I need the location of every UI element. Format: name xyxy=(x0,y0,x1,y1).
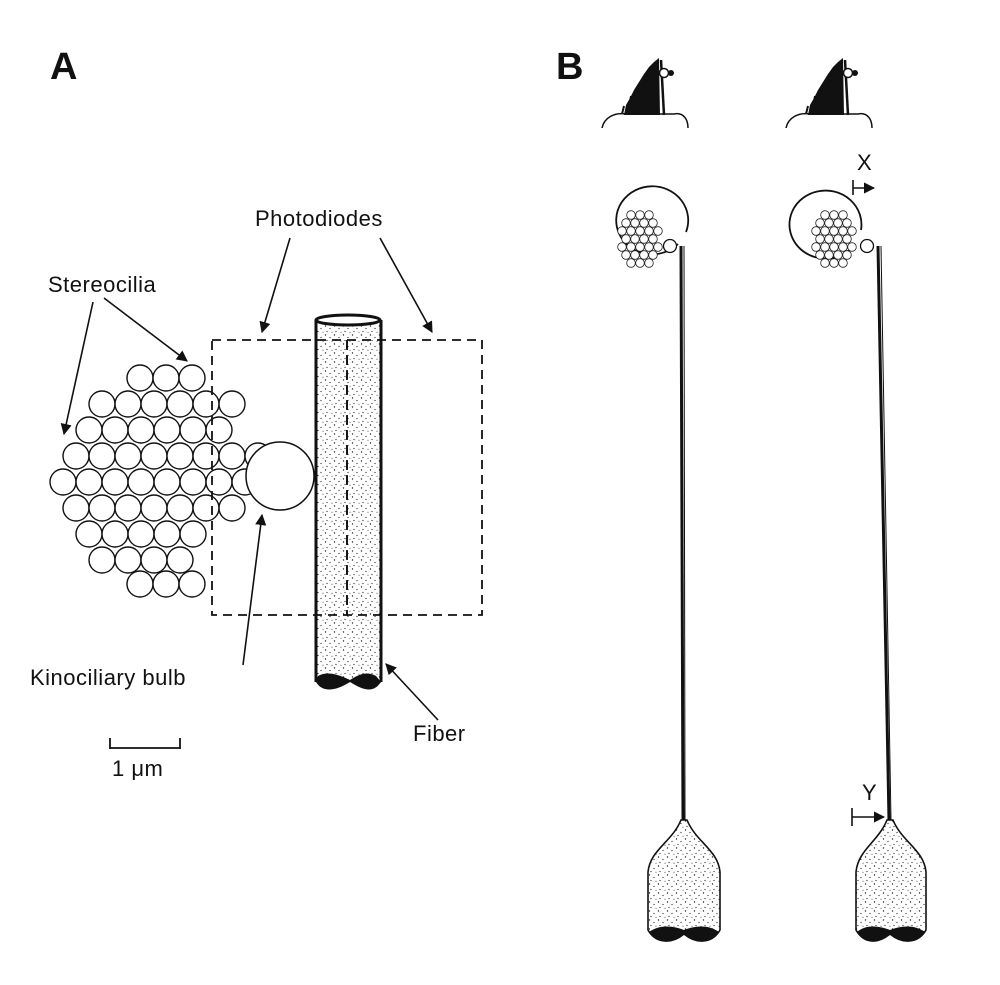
stereocilia-arrow-right xyxy=(103,297,188,362)
stereocilium xyxy=(88,442,116,470)
kinociliary-bulb xyxy=(245,441,315,511)
stereocilium xyxy=(179,468,207,496)
scale-bar xyxy=(109,738,181,749)
stereocilium xyxy=(127,520,155,548)
fiber-preparation-rest xyxy=(615,185,721,942)
stereocilium xyxy=(205,468,233,496)
stereocilium xyxy=(114,494,142,522)
fiber-label: Fiber xyxy=(413,721,466,746)
stereocilium xyxy=(126,364,154,392)
hair-bundle-icon-deflected xyxy=(784,56,874,130)
stereocilium xyxy=(114,442,142,470)
scale-bar-label: 1 μm xyxy=(112,756,164,781)
stereocilium xyxy=(75,520,103,548)
stereocilium xyxy=(62,494,90,522)
stereocilium xyxy=(218,390,246,418)
fiber xyxy=(314,313,383,690)
stereocilium xyxy=(88,546,116,574)
stereocilium xyxy=(192,442,220,470)
stereocilium xyxy=(140,390,168,418)
stereocilium xyxy=(218,494,246,522)
kinociliary-bulb-arrow xyxy=(242,513,267,666)
photodiodes-label: Photodiodes xyxy=(255,206,383,231)
kinociliary-bulb-label: Kinociliary bulb xyxy=(30,665,186,690)
y-label: Y xyxy=(862,780,878,805)
stereocilium xyxy=(140,494,168,522)
stereocilia-arrow-left xyxy=(60,301,94,436)
stereocilium xyxy=(166,390,194,418)
stereocilium xyxy=(114,546,142,574)
displacement-marker-y xyxy=(851,808,886,826)
stereocilium xyxy=(101,520,129,548)
stereocilium xyxy=(166,546,194,574)
photodiode-window-right xyxy=(346,339,483,616)
displacement-marker-x xyxy=(852,180,876,195)
stereocilium xyxy=(126,570,154,598)
stereocilium xyxy=(178,570,206,598)
stereocilium xyxy=(218,442,246,470)
stereocilium xyxy=(192,494,220,522)
photodiodes-arrow-left xyxy=(259,237,291,334)
stereocilium xyxy=(88,494,116,522)
stereocilium xyxy=(166,494,194,522)
stereocilium xyxy=(49,468,77,496)
stereocilia-bundle xyxy=(49,364,272,598)
photodiodes-arrow-right xyxy=(379,237,433,333)
stereocilium xyxy=(114,390,142,418)
stereocilium xyxy=(75,416,103,444)
stereocilium xyxy=(75,468,103,496)
stereocilium xyxy=(152,570,180,598)
stereocilium xyxy=(178,364,206,392)
stereocilium xyxy=(153,416,181,444)
stereocilium xyxy=(88,390,116,418)
stereocilium xyxy=(192,390,220,418)
panel-b-letter: B xyxy=(556,46,584,88)
stereocilium xyxy=(140,442,168,470)
stereocilium xyxy=(152,364,180,392)
stereocilium xyxy=(153,520,181,548)
stereocilium xyxy=(62,442,90,470)
fiber-arrow xyxy=(385,663,439,721)
stereocilia-label: Stereocilia xyxy=(48,272,157,297)
panel-a-letter: A xyxy=(50,46,78,88)
stereocilium xyxy=(127,468,155,496)
fiber-preparation-deflected xyxy=(788,189,927,942)
stereocilium xyxy=(179,520,207,548)
stereocilium xyxy=(127,416,155,444)
stereocilium xyxy=(166,442,194,470)
stereocilium xyxy=(101,416,129,444)
stereocilium xyxy=(205,416,233,444)
stereocilium xyxy=(179,416,207,444)
stereocilium xyxy=(101,468,129,496)
hair-bundle-icon-rest xyxy=(600,56,690,130)
stereocilium xyxy=(153,468,181,496)
x-label: X xyxy=(857,150,873,175)
stereocilium xyxy=(140,546,168,574)
